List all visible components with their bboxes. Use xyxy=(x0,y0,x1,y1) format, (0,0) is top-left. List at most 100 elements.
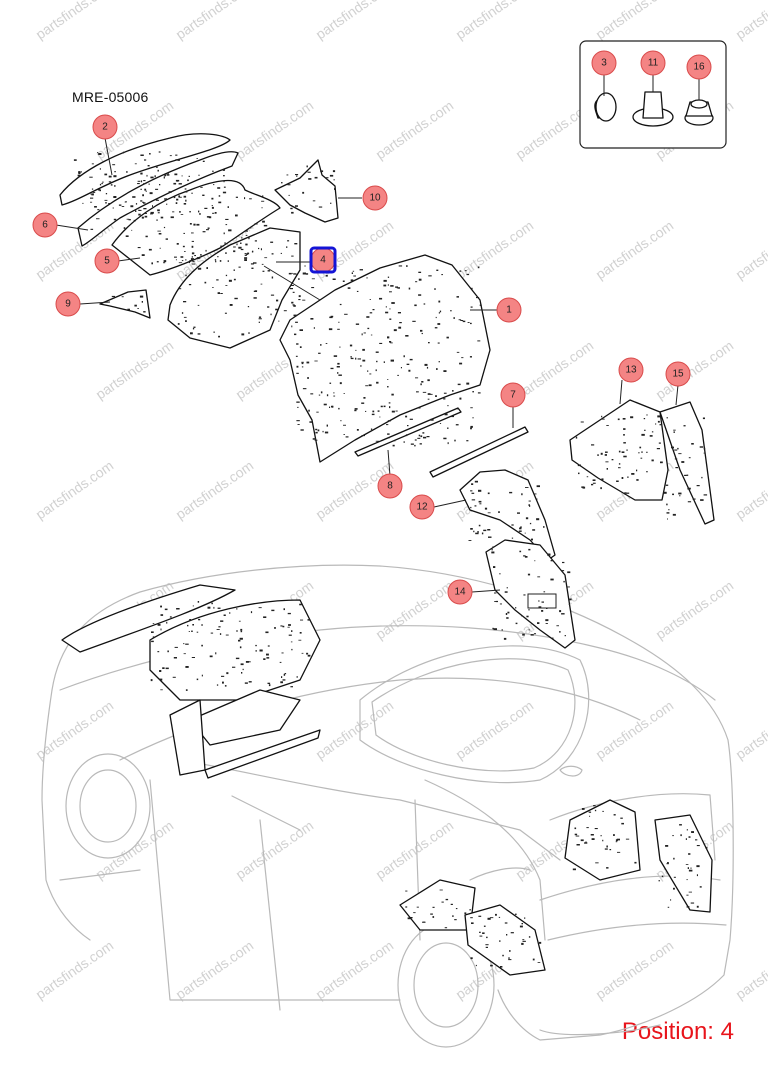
texture-speck xyxy=(479,503,482,505)
texture-speck xyxy=(333,179,335,181)
texture-speck xyxy=(536,518,540,521)
callout-5[interactable]: 5 xyxy=(94,248,120,274)
callout-1[interactable]: 1 xyxy=(496,297,522,323)
callout-4[interactable]: 4 xyxy=(309,246,337,274)
callout-7[interactable]: 7 xyxy=(500,382,526,408)
texture-speck xyxy=(456,296,459,298)
texture-speck xyxy=(254,240,257,242)
texture-speck xyxy=(225,274,228,277)
texture-speck xyxy=(213,606,215,609)
texture-speck xyxy=(390,342,393,344)
texture-speck xyxy=(574,827,577,830)
texture-speck xyxy=(666,503,668,506)
texture-speck xyxy=(658,442,661,444)
texture-speck xyxy=(181,312,184,314)
texture-speck xyxy=(471,287,473,290)
texture-speck xyxy=(696,905,699,908)
texture-speck xyxy=(498,916,501,918)
texture-speck xyxy=(270,241,274,243)
texture-speck xyxy=(296,343,299,345)
texture-speck xyxy=(164,198,167,200)
texture-speck xyxy=(142,194,144,197)
texture-speck xyxy=(219,633,222,635)
texture-speck xyxy=(261,200,265,202)
texture-speck xyxy=(437,342,440,344)
texture-speck xyxy=(184,191,188,193)
texture-speck xyxy=(701,476,703,479)
texture-speck xyxy=(282,679,286,681)
texture-speck xyxy=(602,839,604,842)
callout-8[interactable]: 8 xyxy=(377,473,403,499)
texture-speck xyxy=(515,622,518,625)
texture-speck xyxy=(108,175,112,178)
part-2-shape xyxy=(59,133,231,206)
texture-speck xyxy=(657,415,661,418)
texture-speck xyxy=(651,459,654,462)
callout-9-marker xyxy=(55,291,81,317)
texture-speck xyxy=(485,944,489,946)
diagram-reference-code: MRE-05006 xyxy=(72,89,149,105)
texture-speck xyxy=(538,600,540,602)
texture-speck xyxy=(304,265,306,267)
texture-speck xyxy=(221,675,225,677)
texture-speck xyxy=(113,175,117,178)
texture-speck xyxy=(386,424,389,426)
texture-speck xyxy=(446,336,449,339)
texture-speck xyxy=(192,327,195,330)
callout-4-highlight xyxy=(309,246,337,274)
callout-10[interactable]: 10 xyxy=(362,185,388,211)
texture-speck xyxy=(418,278,422,281)
callout-16[interactable]: 16 xyxy=(686,54,712,80)
texture-speck xyxy=(143,180,146,182)
texture-speck xyxy=(164,174,166,177)
texture-speck xyxy=(530,634,534,636)
texture-speck xyxy=(159,247,161,249)
texture-speck xyxy=(224,312,227,314)
texture-speck xyxy=(452,915,454,917)
callout-1-label: 1 xyxy=(506,305,512,316)
callout-3[interactable]: 3 xyxy=(591,50,617,76)
texture-speck xyxy=(144,213,147,214)
callout-9[interactable]: 9 xyxy=(55,291,81,317)
texture-speck xyxy=(300,619,304,621)
texture-speck xyxy=(405,415,408,418)
texture-speck xyxy=(469,356,472,358)
texture-speck xyxy=(483,925,486,927)
texture-speck xyxy=(141,254,145,256)
texture-speck xyxy=(131,229,133,231)
callout-6[interactable]: 6 xyxy=(32,212,58,238)
callout-15[interactable]: 15 xyxy=(665,361,691,387)
texture-speck xyxy=(152,623,155,624)
texture-speck xyxy=(295,174,299,176)
texture-speck xyxy=(580,839,584,842)
texture-speck xyxy=(268,684,271,687)
texture-speck xyxy=(492,546,495,548)
texture-speck xyxy=(423,436,427,439)
texture-speck xyxy=(618,450,621,453)
texture-speck xyxy=(247,252,250,255)
texture-speck xyxy=(288,624,291,626)
fastener-16-icon xyxy=(684,99,714,126)
texture-speck xyxy=(188,262,191,264)
texture-speck xyxy=(623,455,627,458)
texture-speck xyxy=(464,270,467,272)
texture-speck xyxy=(368,384,372,387)
texture-speck xyxy=(245,661,249,663)
texture-speck xyxy=(613,834,615,836)
texture-speck xyxy=(337,328,340,330)
texture-speck xyxy=(493,628,497,631)
part-1-shape xyxy=(279,254,491,463)
callout-13[interactable]: 13 xyxy=(618,357,644,383)
texture-speck xyxy=(296,401,300,403)
callout-14[interactable]: 14 xyxy=(447,579,473,605)
texture-speck xyxy=(329,406,331,408)
texture-speck xyxy=(78,171,81,174)
callout-11[interactable]: 11 xyxy=(640,50,666,76)
texture-speck xyxy=(292,304,295,306)
callout-2[interactable]: 2 xyxy=(92,114,118,140)
texture-speck xyxy=(444,413,448,416)
texture-speck xyxy=(344,313,348,315)
callout-12[interactable]: 12 xyxy=(409,494,435,520)
texture-speck xyxy=(439,423,442,424)
callout-7-label: 7 xyxy=(510,390,516,401)
